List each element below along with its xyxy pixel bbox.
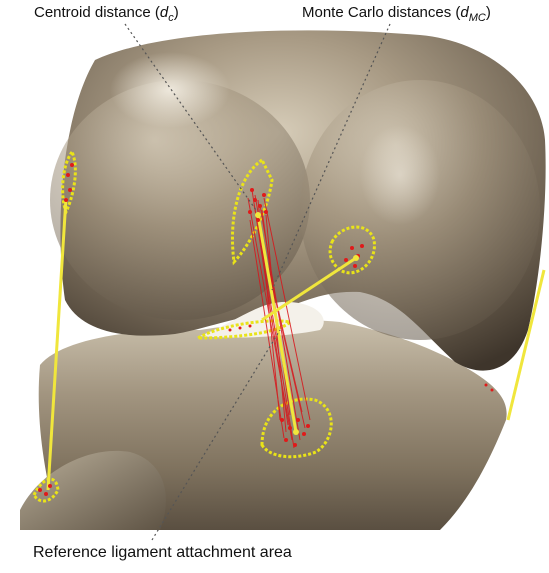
femur-shine xyxy=(110,52,230,128)
mc-label-prefix: Monte Carlo distances ( xyxy=(302,4,460,21)
centroid-label-prefix: Centroid distance ( xyxy=(34,4,160,21)
reference-attachment-label: Reference ligament attachment area xyxy=(33,544,292,562)
femur-shine-right xyxy=(360,125,440,225)
mc-label-suffix: ) xyxy=(486,4,491,21)
mc-label-var: d xyxy=(460,4,468,21)
mc-label-sub: MC xyxy=(469,12,486,24)
monte-carlo-distances-label: Monte Carlo distances (dMC) xyxy=(302,4,491,24)
centroid-label-suffix: ) xyxy=(174,4,179,21)
centroid-distance-label: Centroid distance (dc) xyxy=(34,4,179,24)
centroid-label-var: d xyxy=(160,4,168,21)
